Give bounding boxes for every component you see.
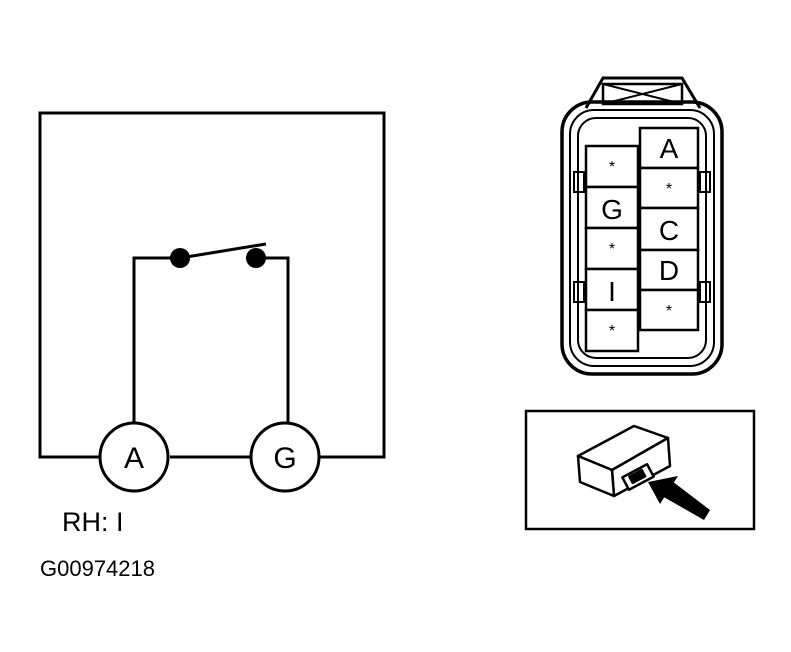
clip-left-1 — [573, 171, 585, 193]
pin-left-2: G — [601, 194, 623, 225]
side-label: RH: I — [62, 507, 124, 537]
pin-right-5: * — [666, 303, 672, 320]
pin-left-1: * — [609, 159, 615, 176]
switch-wire-right — [256, 256, 290, 422]
pin-right-4: D — [659, 255, 679, 286]
terminal-a: A — [98, 421, 170, 493]
connector-pins-right: A * C D * — [638, 126, 700, 332]
terminal-g-label: G — [273, 442, 296, 475]
switch-contact-right — [246, 248, 266, 268]
connector-housing-inner — [569, 109, 715, 367]
connector-pins-left: * G * I * — [584, 144, 640, 353]
arrow-icon — [648, 476, 710, 520]
clip-left-2 — [573, 281, 585, 303]
connector-latch — [584, 76, 702, 109]
connector-housing-core — [577, 117, 707, 359]
pin-left-3: * — [609, 241, 615, 258]
pin-left-5: * — [609, 323, 615, 340]
latch-box — [601, 82, 684, 106]
pin-right-2: * — [666, 181, 672, 198]
switch-wire-left — [132, 256, 180, 422]
pin-right-1: A — [660, 133, 679, 164]
terminal-g: G — [249, 421, 321, 493]
connector-housing-outer — [560, 100, 724, 376]
switch-circuit — [38, 111, 386, 459]
clip-right-2 — [699, 281, 711, 303]
pin-right-3: C — [659, 215, 679, 246]
pin-left-4: I — [608, 276, 616, 307]
component-inset — [524, 409, 756, 531]
terminal-a-label: A — [124, 442, 144, 475]
figure-id: G00974218 — [40, 556, 155, 581]
switch-lever — [179, 242, 267, 260]
clip-right-1 — [699, 171, 711, 193]
outer-wire — [38, 111, 386, 459]
module-icon — [576, 424, 672, 498]
switch-contact-left — [170, 248, 190, 268]
